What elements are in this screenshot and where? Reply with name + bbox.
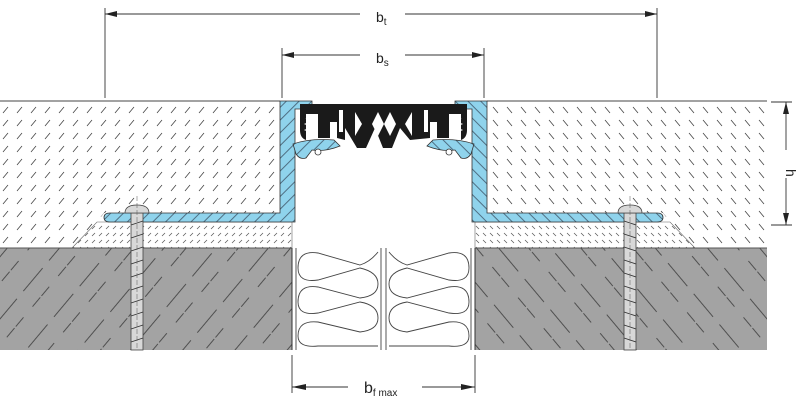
bellows-seal <box>320 104 447 148</box>
right-half <box>385 100 768 351</box>
left-half <box>0 100 382 351</box>
dim-bs-label: bs <box>376 50 389 69</box>
dim-bt-label: bt <box>376 9 387 28</box>
dimension-lines <box>104 8 792 393</box>
dim-bfmax-label: bf max <box>364 380 397 399</box>
dim-h-label: h <box>783 169 799 177</box>
